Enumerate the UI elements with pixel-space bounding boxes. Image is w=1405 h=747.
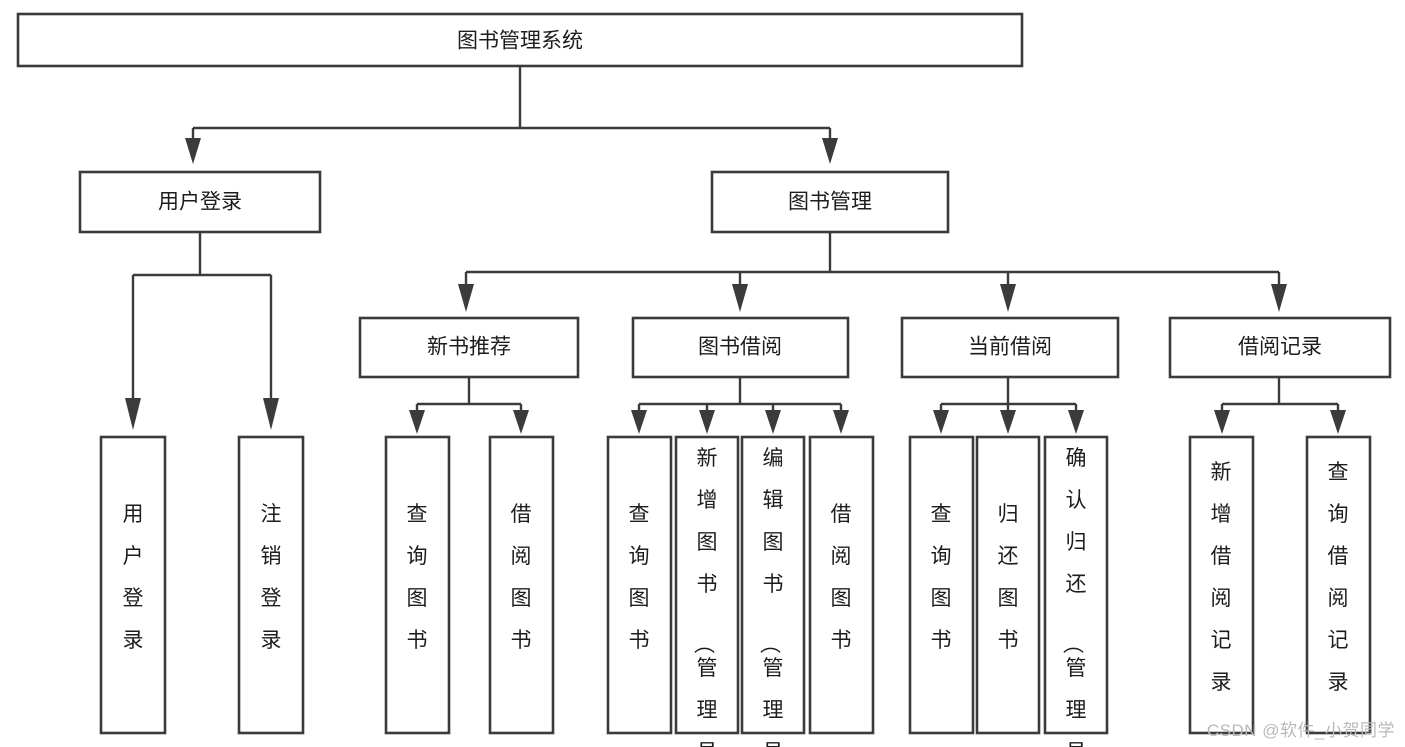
csdn-watermark: CSDN @软件_小贺同学 (1206, 721, 1395, 740)
arrowhead-login (185, 138, 201, 164)
node-leaf13-box[interactable] (1305, 435, 1372, 735)
node-leaf4-box[interactable] (488, 435, 555, 735)
node-leaf10-label: 归还图书 (998, 503, 1019, 652)
arrowhead-borrow (732, 284, 748, 312)
node-leaf5-label: 查询图书 (629, 503, 650, 652)
arrowhead-bookmgmt (822, 138, 838, 164)
node-leaf2-box[interactable] (237, 435, 305, 735)
node-leaf11-label: 确认归还（管理员） (1061, 447, 1087, 747)
node-leaf7-label: 编辑图书（管理员） (758, 447, 784, 747)
node-root[interactable]: 图书管理系统 (16, 12, 1024, 68)
node-newbook-box[interactable] (358, 316, 580, 379)
arrowhead-leaf8 (833, 410, 849, 434)
connector-group-current-to-leaves (933, 377, 1084, 434)
arrowhead-record (1271, 284, 1287, 312)
connector-group-root-to-level2 (185, 66, 838, 164)
node-leaf1-box[interactable] (99, 435, 167, 735)
arrowhead-current (1000, 284, 1016, 312)
arrowhead-leaf12 (1214, 410, 1230, 434)
arrowhead-leaf4 (513, 410, 529, 434)
node-leaf3-label: 查询图书 (407, 503, 428, 652)
node-leaf8-box[interactable] (808, 435, 875, 735)
node-record-box[interactable] (1168, 316, 1392, 379)
node-current-label: 当前借阅 (968, 336, 1052, 359)
connector-group-newbook-to-leaves (409, 377, 529, 434)
node-leaf4-label: 借阅图书 (511, 503, 532, 652)
arrowhead-leaf2 (263, 398, 279, 430)
node-bookmgmt-label: 图书管理 (788, 191, 872, 214)
node-leaf2[interactable]: 注销登录 (237, 435, 305, 735)
arrowhead-leaf3 (409, 410, 425, 434)
node-leaf1-label: 用户登录 (123, 503, 144, 652)
node-current-box[interactable] (900, 316, 1120, 379)
node-record-label: 借阅记录 (1238, 336, 1322, 359)
node-leaf5-box[interactable] (606, 435, 673, 735)
node-leaf9-label: 查询图书 (931, 503, 952, 652)
node-current[interactable]: 当前借阅 (900, 316, 1120, 379)
node-login-box[interactable] (78, 170, 322, 234)
node-leaf1[interactable]: 用户登录 (99, 435, 167, 735)
node-leaf13-label: 查询借阅记录 (1328, 461, 1349, 694)
connector-group-login-to-leaves (125, 232, 279, 430)
node-leaf4[interactable]: 借阅图书 (488, 435, 555, 735)
node-leaf13[interactable]: 查询借阅记录 (1305, 435, 1372, 735)
connector-group-bookmgmt-to-level3 (458, 232, 1287, 312)
node-newbook-label: 新书推荐 (427, 336, 511, 359)
node-leaf6[interactable]: 新增图书（管理员） (674, 435, 740, 747)
node-root-label: 图书管理系统 (457, 30, 583, 53)
node-root-box[interactable] (16, 12, 1024, 68)
node-login[interactable]: 用户登录 (78, 170, 322, 234)
node-leaf6-label: 新增图书（管理员） (692, 447, 718, 747)
node-leaf7[interactable]: 编辑图书（管理员） (740, 435, 806, 747)
arrowhead-leaf10 (1000, 410, 1016, 434)
node-record[interactable]: 借阅记录 (1168, 316, 1392, 379)
node-leaf9-box[interactable] (908, 435, 975, 735)
arrowhead-leaf11 (1068, 410, 1084, 434)
connector-group-record-to-leaves (1214, 377, 1346, 434)
node-leaf5[interactable]: 查询图书 (606, 435, 673, 735)
node-newbook[interactable]: 新书推荐 (358, 316, 580, 379)
node-leaf3-box[interactable] (384, 435, 451, 735)
connector-group-borrow-to-leaves (631, 377, 849, 434)
node-bookmgmt[interactable]: 图书管理 (710, 170, 950, 234)
node-leaf10[interactable]: 归还图书 (975, 435, 1041, 735)
node-leaf12[interactable]: 新增借阅记录 (1188, 435, 1255, 735)
arrowhead-leaf1 (125, 398, 141, 430)
node-leaf10-box[interactable] (975, 435, 1041, 735)
node-leaf12-box[interactable] (1188, 435, 1255, 735)
node-borrow[interactable]: 图书借阅 (631, 316, 850, 379)
node-leaf8-label: 借阅图书 (831, 503, 852, 652)
arrowhead-newbook (458, 284, 474, 312)
node-bookmgmt-box[interactable] (710, 170, 950, 234)
node-leaf3[interactable]: 查询图书 (384, 435, 451, 735)
node-borrow-box[interactable] (631, 316, 850, 379)
node-leaf7-box[interactable] (740, 435, 806, 735)
arrowhead-leaf9 (933, 410, 949, 434)
node-borrow-label: 图书借阅 (698, 336, 782, 359)
node-leaf6-box[interactable] (674, 435, 740, 735)
arrowhead-leaf5 (631, 410, 647, 434)
arrowhead-leaf6 (699, 410, 715, 434)
node-leaf8[interactable]: 借阅图书 (808, 435, 875, 735)
arrowhead-leaf13 (1330, 410, 1346, 434)
node-leaf9[interactable]: 查询图书 (908, 435, 975, 735)
node-leaf12-label: 新增借阅记录 (1211, 461, 1232, 694)
arrowhead-leaf7 (765, 410, 781, 434)
node-login-label: 用户登录 (158, 191, 242, 214)
node-leaf2-label: 注销登录 (261, 503, 282, 652)
node-leaf11[interactable]: 确认归还（管理员） (1043, 435, 1109, 747)
node-leaf11-box[interactable] (1043, 435, 1109, 735)
